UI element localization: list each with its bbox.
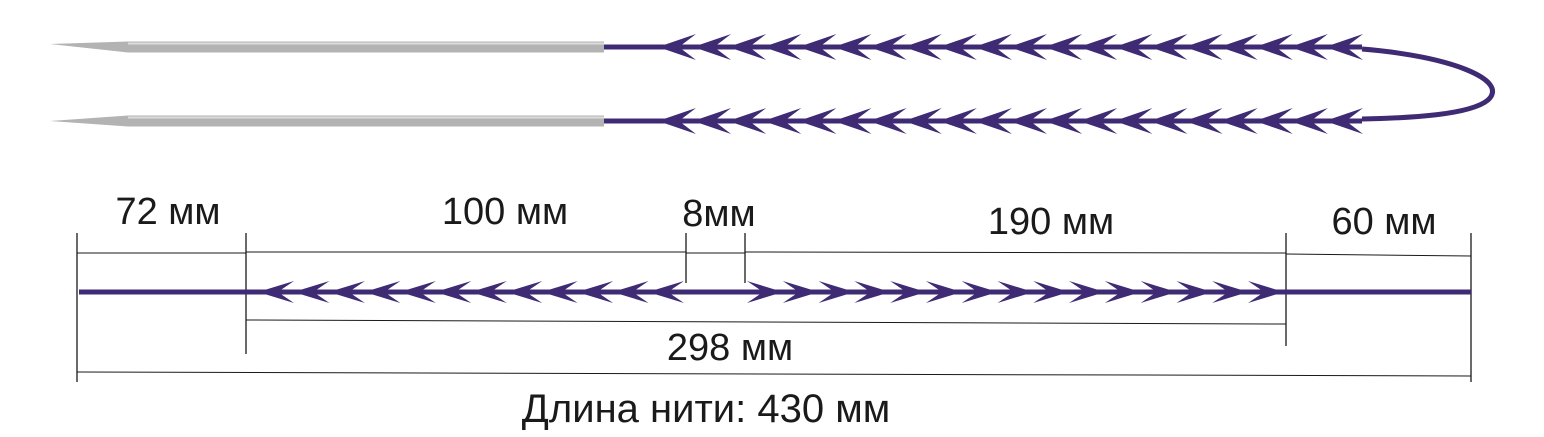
barb [890,281,927,303]
barb [1254,108,1293,134]
barb [833,34,872,60]
barb [470,281,507,303]
dim-line-190 [744,251,1287,254]
barb [328,281,365,303]
barb [1009,108,1048,134]
bottom-thread-left-barbs [258,281,684,303]
barb [903,108,942,134]
barb [938,108,977,134]
barb [1149,108,1188,134]
barb [973,34,1012,60]
barb [818,281,855,303]
barb [1079,34,1118,60]
barb [399,281,436,303]
barb [1149,34,1188,60]
barb [728,108,767,134]
barb [1033,281,1070,303]
barb [1254,34,1293,60]
barb [1184,108,1223,134]
barb [693,108,732,134]
barb [938,34,977,60]
barb [577,281,614,303]
barb [541,281,578,303]
needle-thread-illustration [50,34,1495,134]
barb [854,281,891,303]
barb [1009,34,1048,60]
barb [1325,34,1363,60]
barb [798,34,837,60]
barb [1079,108,1118,134]
barb [1219,108,1258,134]
upper-thread-barbs [658,34,1363,60]
barb [763,108,802,134]
barb [435,281,472,303]
barb [1212,281,1249,303]
barb [1176,281,1213,303]
barb [782,281,819,303]
barb [868,108,907,134]
lower-thread-barbs [658,108,1363,134]
barb [973,108,1012,134]
barb [1248,281,1284,303]
barb [693,34,732,60]
barb [648,281,684,303]
barb [997,281,1034,303]
barb [293,281,330,303]
barb [1069,281,1106,303]
barb [658,34,696,60]
barb [1104,281,1141,303]
label-total-length: Длина нити: 430 мм [522,387,890,431]
barb [1184,34,1223,60]
barb [658,108,696,134]
barb [747,281,783,303]
barb [868,34,907,60]
barb [506,281,543,303]
barb [612,281,649,303]
barb [728,34,767,60]
barb [1325,108,1363,134]
label-8-mm: 8мм [682,193,755,235]
barb [833,108,872,134]
bottom-thread-right-barbs [747,281,1284,303]
label-60-mm: 60 мм [1331,201,1436,243]
barb [925,281,962,303]
barb [1044,108,1083,134]
dim-line-total [76,371,1472,377]
label-100-mm: 100 мм [442,191,568,233]
barb [1140,281,1177,303]
barb [798,108,837,134]
barb [1289,108,1328,134]
barb [258,281,294,303]
barb [1114,108,1153,134]
barb [961,281,998,303]
barb [1289,34,1328,60]
label-190-mm: 190 мм [988,201,1114,243]
barb [1044,34,1083,60]
barb [1219,34,1258,60]
barb [763,34,802,60]
barb [903,34,942,60]
dim-line-60 [1285,253,1472,257]
barb [1114,34,1153,60]
thread-loop [1361,46,1495,122]
label-72-mm: 72 мм [115,191,220,233]
dim-line-298 [245,319,1287,325]
label-298-mm: 298 мм [667,327,793,369]
dimension-diagram: 72 мм 100 мм 8мм 190 мм 60 мм 298 мм Дли… [76,191,1472,431]
barb [364,281,401,303]
